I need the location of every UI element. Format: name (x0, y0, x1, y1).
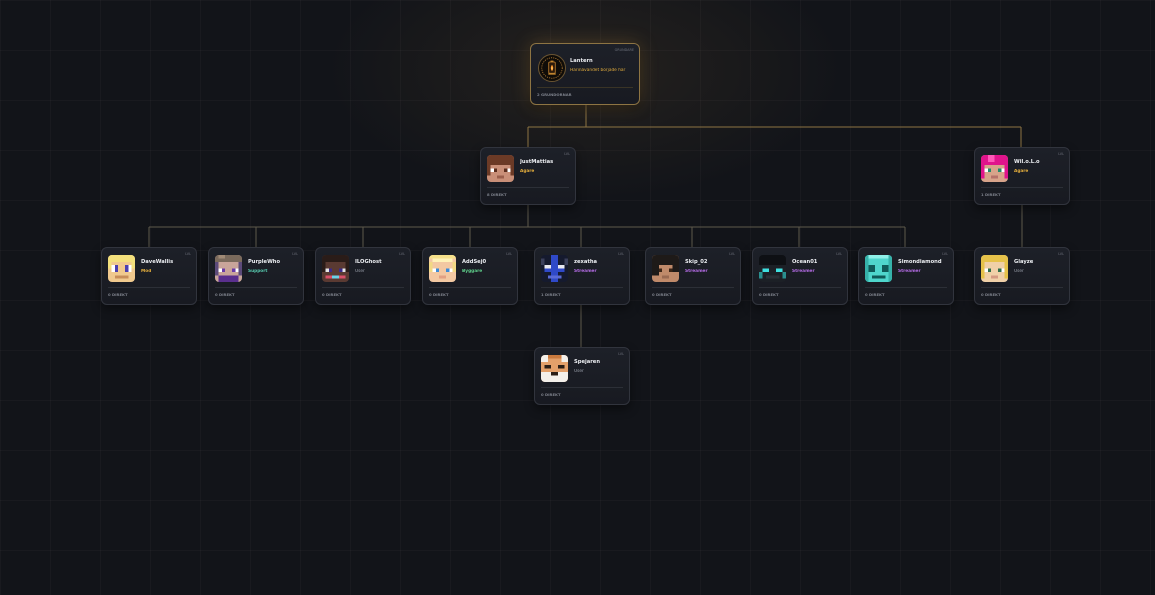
card-divider (429, 287, 511, 288)
member-role: Mod (141, 269, 195, 274)
level-badge: LVL (185, 252, 191, 256)
node-zexatha[interactable]: zexatha Streamer LVL 1 DIREKT (534, 247, 630, 305)
direct-count: 0 DIREKT (322, 292, 342, 297)
node-wilo[interactable]: Wil.o.L.o Ägare LVL 1 DIREKT (974, 147, 1070, 205)
member-role: User (355, 269, 409, 274)
level-badge: LVL (729, 252, 735, 256)
avatar-simondiamond (865, 255, 892, 282)
root-name: Lantern (570, 58, 632, 64)
member-name: Skip_02 (685, 259, 737, 265)
card-divider (759, 287, 841, 288)
root-badge: GRUNDARE (615, 48, 634, 52)
level-badge: LVL (399, 252, 405, 256)
direct-count: 0 DIREKT (652, 292, 672, 297)
node-addsej0[interactable]: AddSej0 Byggare LVL 0 DIREKT (422, 247, 518, 305)
card-divider (652, 287, 734, 288)
direct-count: 0 DIREKT (759, 292, 779, 297)
member-name: DaveWallis (141, 259, 193, 265)
node-skip02[interactable]: Skip_02 Streamer LVL 0 DIREKT (645, 247, 741, 305)
level-badge: LVL (292, 252, 298, 256)
level-badge: LVL (564, 152, 570, 156)
node-davewallis[interactable]: DaveWallis Mod LVL 0 DIREKT (101, 247, 197, 305)
member-name: Spejaren (574, 359, 626, 365)
member-role: User (1014, 269, 1068, 274)
card-divider (981, 187, 1063, 188)
card-divider (865, 287, 947, 288)
level-badge: LVL (506, 252, 512, 256)
avatar-iloghost (322, 255, 349, 282)
member-name: Ocean01 (792, 259, 844, 265)
node-simondiamond[interactable]: Simondiamond Streamer LVL 0 DIREKT (858, 247, 954, 305)
level-badge: LVL (1058, 152, 1064, 156)
member-role: Streamer (685, 269, 739, 274)
node-spejaren[interactable]: Spejaren User LVL 0 DIREKT (534, 347, 630, 405)
member-name: AddSej0 (462, 259, 514, 265)
link-root-to-owners (528, 105, 1021, 147)
direct-count: 1 DIREKT (981, 192, 1001, 197)
member-name: ILOGhost (355, 259, 407, 265)
avatar-addsej0 (429, 255, 456, 282)
direct-count: 1 DIREKT (541, 292, 561, 297)
card-divider (981, 287, 1063, 288)
root-subtitle: Härinavandet började här (570, 68, 636, 73)
level-badge: LVL (618, 352, 624, 356)
member-role: Streamer (574, 269, 628, 274)
member-role: Streamer (792, 269, 846, 274)
member-role: Byggare (462, 269, 516, 274)
node-justmattias[interactable]: JustMattias Ägare LVL 8 DIREKT (480, 147, 576, 205)
direct-count: 0 DIREKT (429, 292, 449, 297)
avatar-justmattias (487, 155, 514, 182)
member-role: Support (248, 269, 302, 274)
node-glayze[interactable]: Glayze User LVL 0 DIREKT (974, 247, 1070, 305)
direct-count: 0 DIREKT (981, 292, 1001, 297)
direct-count: 0 DIREKT (215, 292, 235, 297)
card-divider (322, 287, 404, 288)
member-role: Ägare (1014, 169, 1068, 174)
direct-count: 0 DIREKT (541, 392, 561, 397)
level-badge: LVL (942, 252, 948, 256)
root-count: 2 GRUNDORNAR (537, 92, 572, 97)
root-divider (537, 87, 633, 88)
lantern-icon (538, 54, 566, 82)
member-role: Ägare (520, 169, 574, 174)
level-badge: LVL (618, 252, 624, 256)
member-role: Streamer (898, 269, 952, 274)
avatar-wilo (981, 155, 1008, 182)
direct-count: 0 DIREKT (108, 292, 128, 297)
avatar-glayze (981, 255, 1008, 282)
card-divider (487, 187, 569, 188)
card-divider (541, 387, 623, 388)
direct-count: 8 DIREKT (487, 192, 507, 197)
card-divider (541, 287, 623, 288)
avatar-ocean01 (759, 255, 786, 282)
node-iloghost[interactable]: ILOGhost User LVL 0 DIREKT (315, 247, 411, 305)
member-role: User (574, 369, 628, 374)
root-node-lantern[interactable]: Lantern Härinavandet började här GRUNDAR… (530, 43, 640, 105)
node-ocean01[interactable]: Ocean01 Streamer LVL 0 DIREKT (752, 247, 848, 305)
level-badge: LVL (836, 252, 842, 256)
avatar-zexatha (541, 255, 568, 282)
avatar-skip02 (652, 255, 679, 282)
link-justmattias-to-members (149, 205, 905, 247)
direct-count: 0 DIREKT (865, 292, 885, 297)
level-badge: LVL (1058, 252, 1064, 256)
member-name: JustMattias (520, 159, 572, 165)
avatar-spejaren (541, 355, 568, 382)
member-name: zexatha (574, 259, 626, 265)
card-divider (108, 287, 190, 288)
member-name: Simondiamond (898, 259, 950, 265)
member-name: PurpleWho (248, 259, 300, 265)
card-divider (215, 287, 297, 288)
avatar-davewallis (108, 255, 135, 282)
member-name: Glayze (1014, 259, 1066, 265)
node-purplewho[interactable]: PurpleWho Support LVL 0 DIREKT (208, 247, 304, 305)
avatar-purplewho (215, 255, 242, 282)
member-name: Wil.o.L.o (1014, 159, 1066, 165)
